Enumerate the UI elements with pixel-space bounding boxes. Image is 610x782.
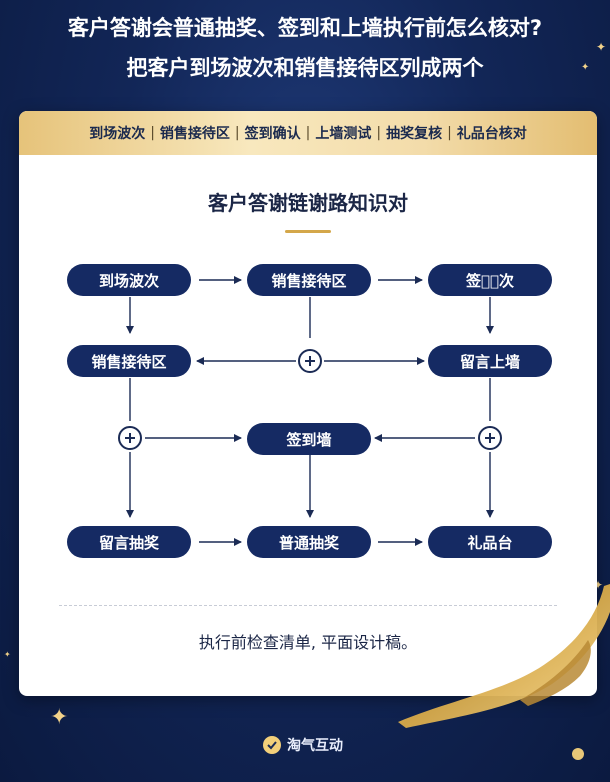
brand-logo-icon — [263, 736, 281, 754]
sparkle-icon: ✦ — [50, 705, 69, 730]
node-checkin-wave: 签到⃣次 — [428, 264, 552, 296]
sparkle-icon: ✦ — [4, 650, 11, 659]
brand-name: 淘气互动 — [287, 738, 343, 754]
separator: | — [150, 125, 155, 141]
content-card: 到场波次 | 销售接待区 | 签到确认 | 上墙测试 | 抽奖复核 | 礼品台核… — [19, 111, 597, 696]
node-checkin-wall: 签到墙 — [247, 423, 371, 455]
topic-lottery-review: 抽奖复核 — [386, 126, 443, 142]
gold-dot — [572, 748, 584, 760]
divider — [59, 605, 557, 606]
footer-note: 执行前检查清单, 平面设计稿。 — [198, 633, 418, 652]
headline-line-2: 把客户到场波次和销售接待区列成两个 — [126, 56, 484, 80]
node-gift-desk: 礼品台 — [428, 526, 552, 558]
headline: 客户答谢会普通抽奖、签到和上墙执行前怎么核对? 把客户到场波次和销售接待区列成两… — [0, 14, 610, 82]
topic-bar: 到场波次 | 销售接待区 | 签到确认 | 上墙测试 | 抽奖复核 | 礼品台核… — [19, 111, 597, 155]
headline-line-1: 客户答谢会普通抽奖、签到和上墙执行前怎么核对? — [67, 16, 543, 40]
separator: | — [376, 125, 382, 141]
plus-icon — [298, 349, 322, 373]
topic-sales-reception: 销售接待区 — [159, 126, 230, 142]
title-underline — [285, 230, 331, 233]
node-sales-reception-top: 销售接待区 — [247, 264, 371, 296]
plus-icon — [478, 426, 502, 450]
node-message-wall: 留言上墙 — [428, 345, 552, 377]
diagram-title: 客户答谢链谢路知识对 — [208, 191, 408, 215]
sparkle-icon: ✦ — [581, 62, 590, 73]
separator: | — [447, 125, 452, 141]
topic-checkin-confirm: 签到确认 — [244, 126, 301, 142]
node-general-lottery: 普通抽奖 — [247, 526, 371, 558]
separator: | — [234, 125, 240, 141]
plus-icon — [118, 426, 142, 450]
connector-layer — [126, 276, 494, 546]
topic-wall-test: 上墙测试 — [315, 126, 372, 142]
sparkle-icon: ✦ — [596, 40, 607, 54]
node-message-lottery: 留言抽奖 — [67, 526, 191, 558]
topic-gift-desk-check: 礼品台核对 — [456, 126, 527, 142]
flow-diagram: 到场波次 销售接待区 签到⃣次 销售接待区 留言上墙 签到墙 留言抽奖 普通抽奖… — [19, 111, 597, 696]
node-arrival-wave: 到场波次 — [67, 264, 191, 296]
separator: | — [305, 125, 311, 141]
topic-arrival-wave: 到场波次 — [89, 126, 146, 142]
node-sales-reception: 销售接待区 — [67, 345, 191, 377]
brand: 淘气互动 — [263, 734, 343, 756]
